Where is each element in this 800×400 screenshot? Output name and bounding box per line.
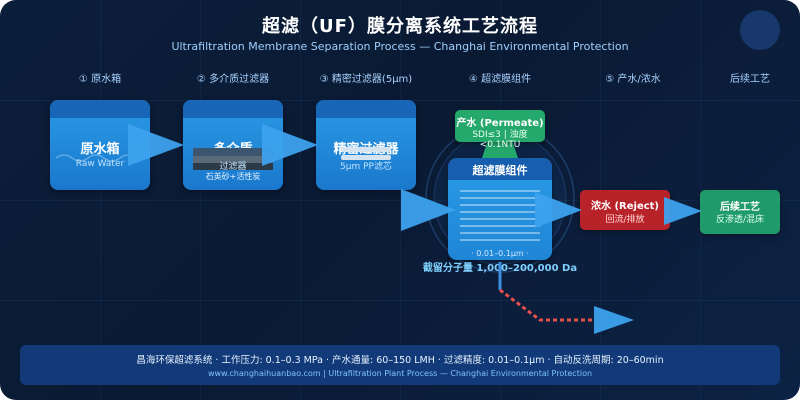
membrane-fiber-lines	[460, 190, 540, 241]
step-label-uf-module: ④ 超滤膜组件	[468, 74, 532, 85]
grid-line	[400, 0, 401, 400]
grid-line	[100, 0, 101, 400]
flow-arrow-uf-to-reject	[535, 192, 582, 228]
filter-cap	[183, 100, 283, 118]
footer-website: www.changhaihuanbao.com | Ultrafiltratio…	[207, 369, 593, 378]
step-label-multimedia: ② 多介质过滤器	[196, 74, 270, 85]
grid-line	[0, 200, 800, 201]
reject-output: 浓水 (Reject) 回流/排放	[580, 190, 670, 230]
reject-note: 回流/排放	[605, 215, 645, 225]
raw-water-tank-title: 原水箱	[80, 142, 120, 157]
flow-arrow-reject-to-downstream	[664, 197, 702, 225]
flow-arrow-multimedia-to-precision	[262, 124, 318, 166]
filter-cartridge	[341, 147, 391, 152]
downstream-title: 后续工艺	[720, 202, 760, 213]
water-wave-icon	[56, 154, 137, 162]
filter-cartridge	[341, 155, 391, 160]
filter-cap	[316, 100, 416, 118]
grid-line	[200, 0, 201, 400]
step-label-downstream: 后续工艺	[730, 74, 770, 85]
grid-line	[0, 300, 800, 301]
diagram-subtitle: Ultrafiltration Membrane Separation Proc…	[171, 40, 629, 53]
uf-module-pore: · 0.01–0.1μm ·	[471, 249, 529, 258]
uf-membrane-module: 超滤膜组件 · 0.01–0.1μm ·	[448, 158, 552, 260]
diagram-title: 超滤（UF）膜分离系统工艺流程	[262, 16, 538, 37]
drain-dotted-line	[499, 288, 594, 322]
raw-water-tank-subtitle: Raw Water	[75, 159, 125, 169]
filter-media-layer	[193, 156, 273, 163]
step-label-raw-tank: ① 原水箱	[78, 74, 122, 85]
footer-specs: 昌海环保超滤系统 · 工作压力: 0.1–0.3 MPa · 产水通量: 60–…	[136, 355, 664, 366]
downstream-note: 反渗透/混床	[715, 215, 765, 225]
flow-arrow-raw-to-multimedia	[128, 124, 184, 166]
permeate-output: 产水 (Permeate) SDI≤3 | 浊度<0.1NTU	[455, 110, 545, 150]
multimedia-filter-subtitle: 过滤器	[219, 162, 247, 172]
downstream-process: 后续工艺 反渗透/混床	[700, 190, 780, 234]
drain-arrow	[594, 306, 634, 334]
footer-panel: 昌海环保超滤系统 · 工作压力: 0.1–0.3 MPa · 产水通量: 60–…	[20, 345, 780, 385]
precision-filter: 精密过滤器 5μm PP滤芯	[316, 100, 416, 190]
decorative-circle	[740, 10, 780, 50]
reject-title: 浓水 (Reject)	[590, 201, 660, 212]
precision-filter-subtitle: 5μm PP滤芯	[340, 162, 392, 172]
flow-arrow-precision-to-uf	[401, 189, 456, 231]
permeate-spec: SDI≤3 | 浊度<0.1NTU	[472, 130, 528, 150]
grid-line	[300, 0, 301, 400]
multimedia-filter-media: 石英砂+活性炭	[205, 172, 261, 181]
step-label-precision: ③ 精密过滤器(5μm)	[319, 74, 413, 85]
uf-module-header	[448, 158, 552, 180]
filter-media-layer	[193, 163, 273, 170]
uf-module-title: 超滤膜组件	[472, 164, 528, 177]
step-label-output: ⑤ 产水/浓水	[605, 74, 661, 85]
multimedia-filter: 多介质 过滤器 石英砂+活性炭	[183, 100, 283, 190]
tank-cap	[50, 100, 150, 118]
filter-media-layer	[193, 148, 273, 156]
permeate-title: 产水 (Permeate)	[456, 118, 544, 129]
